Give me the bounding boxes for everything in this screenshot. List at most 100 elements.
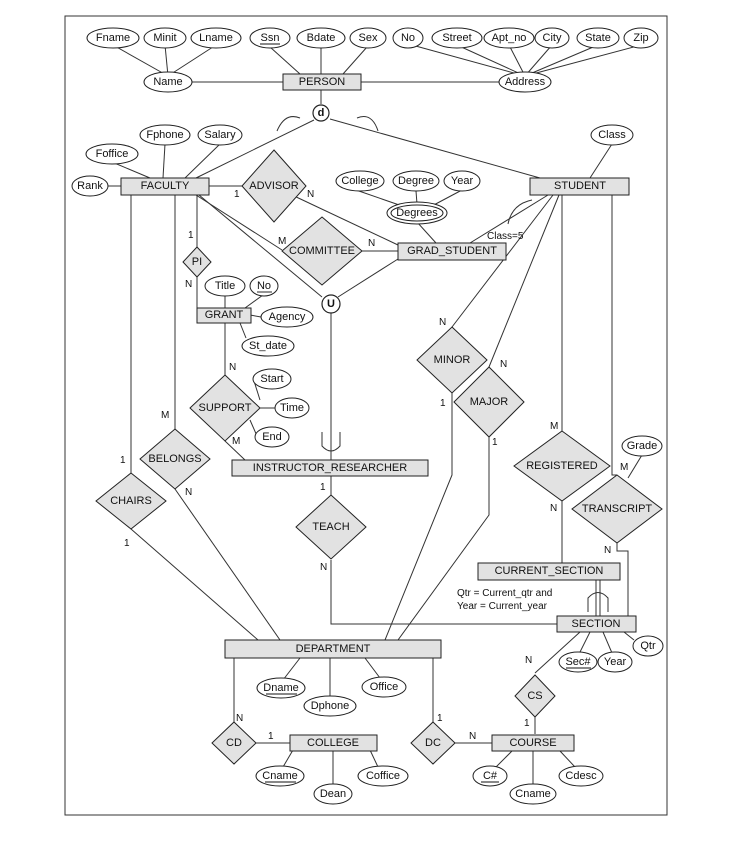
attribute-coffice[interactable]: Coffice xyxy=(357,765,409,787)
attribute-dean[interactable]: Dean xyxy=(313,783,353,805)
attribute-name-label: Name xyxy=(153,76,182,88)
relationship-belongs[interactable]: BELONGS xyxy=(139,428,211,490)
attribute-name[interactable]: Name xyxy=(143,71,193,93)
attribute-ssn[interactable]: Ssn xyxy=(249,27,291,49)
attribute-street[interactable]: Street xyxy=(431,27,483,49)
attribute-class[interactable]: Class xyxy=(590,124,634,146)
attribute-grant-no-label: No xyxy=(257,280,271,292)
entity-instructor-researcher[interactable]: INSTRUCTOR_RESEARCHER xyxy=(231,459,429,477)
attribute-fphone[interactable]: Fphone xyxy=(139,124,191,146)
attribute-sec-year-label: Year xyxy=(604,656,627,668)
attribute-end-label: End xyxy=(262,431,282,443)
attribute-title[interactable]: Title xyxy=(204,275,246,297)
entity-course[interactable]: COURSE xyxy=(491,734,575,752)
cardinality-registered-current: N xyxy=(550,503,557,514)
relationship-transcript[interactable]: TRANSCRIPT xyxy=(571,474,663,544)
attribute-bdate-label: Bdate xyxy=(307,32,336,44)
attribute-sex[interactable]: Sex xyxy=(349,27,387,49)
cardinality-cs-section: N xyxy=(525,655,532,666)
attribute-fname[interactable]: Fname xyxy=(86,27,140,49)
disjoint-circle: d xyxy=(312,104,330,122)
attribute-college[interactable]: College xyxy=(335,170,385,192)
attribute-year[interactable]: Year xyxy=(443,170,481,192)
attribute-minit[interactable]: Minit xyxy=(143,27,187,49)
attribute-time[interactable]: Time xyxy=(274,397,310,419)
relationship-chairs[interactable]: CHAIRS xyxy=(95,472,167,530)
entity-college[interactable]: COLLEGE xyxy=(289,734,378,752)
attribute-qtr[interactable]: Qtr xyxy=(632,635,664,657)
attribute-salary-label: Salary xyxy=(204,129,236,141)
relationship-registered[interactable]: REGISTERED xyxy=(513,430,611,502)
cardinality-cs-course: 1 xyxy=(524,718,530,729)
attribute-cname[interactable]: Cname xyxy=(255,765,305,787)
attribute-dphone[interactable]: Dphone xyxy=(303,695,357,717)
entity-student[interactable]: STUDENT xyxy=(529,177,630,196)
relationship-minor[interactable]: MINOR xyxy=(416,326,488,394)
attribute-state[interactable]: State xyxy=(576,27,620,49)
attribute-no[interactable]: No xyxy=(392,27,424,49)
attribute-title-label: Title xyxy=(215,280,235,292)
attribute-course-number[interactable]: C# xyxy=(472,765,508,787)
attribute-cname-label: Cname xyxy=(262,770,297,782)
relationship-teach-label: TEACH xyxy=(312,521,349,533)
attribute-grant-no[interactable]: No xyxy=(249,275,279,297)
cardinality-teach-section: N xyxy=(320,562,327,573)
attribute-cdesc[interactable]: Cdesc xyxy=(558,765,604,787)
cardinality-teach-instr: 1 xyxy=(320,482,326,493)
entity-grad-student[interactable]: GRAD_STUDENT xyxy=(397,242,507,261)
attribute-address[interactable]: Address xyxy=(498,71,552,93)
attribute-office[interactable]: Office xyxy=(361,676,407,698)
entity-section-label: SECTION xyxy=(572,618,621,630)
entity-department[interactable]: DEPARTMENT xyxy=(224,639,442,659)
relationship-pi[interactable]: PI xyxy=(182,246,212,278)
attribute-cdesc-label: Cdesc xyxy=(565,770,597,782)
attribute-end[interactable]: End xyxy=(254,426,290,448)
relationship-support[interactable]: SUPPORT xyxy=(189,374,261,442)
entity-section[interactable]: SECTION xyxy=(556,615,637,633)
entity-current-section-label: CURRENT_SECTION xyxy=(495,565,604,577)
attribute-dname[interactable]: Dname xyxy=(256,677,306,699)
relationship-cd[interactable]: CD xyxy=(211,721,257,765)
entity-grant-label: GRANT xyxy=(205,309,244,321)
entity-college-label: COLLEGE xyxy=(307,737,359,749)
attribute-bdate[interactable]: Bdate xyxy=(296,27,346,49)
cardinality-cd-dept: N xyxy=(236,713,243,724)
attribute-grade-label: Grade xyxy=(627,440,658,452)
relationship-major[interactable]: MAJOR xyxy=(453,366,525,438)
attribute-zip[interactable]: Zip xyxy=(623,27,659,49)
attribute-minit-label: Minit xyxy=(153,32,176,44)
attribute-fname-label: Fname xyxy=(96,32,130,44)
attribute-degrees-multivalued[interactable]: Degrees xyxy=(386,201,448,225)
cardinality-pi-faculty: 1 xyxy=(188,230,194,241)
relationship-cs[interactable]: CS xyxy=(514,674,556,718)
relationship-advisor[interactable]: ADVISOR xyxy=(241,149,307,223)
cardinality-chairs-dept: 1 xyxy=(124,538,130,549)
relationship-registered-label: REGISTERED xyxy=(526,460,598,472)
relationship-dc[interactable]: DC xyxy=(410,721,456,765)
attribute-sec-no[interactable]: Sec# xyxy=(558,651,598,673)
attribute-start[interactable]: Start xyxy=(252,368,292,390)
entity-grant[interactable]: GRANT xyxy=(196,307,252,324)
attribute-lname-label: Lname xyxy=(199,32,233,44)
attribute-salary[interactable]: Salary xyxy=(197,124,243,146)
attribute-rank[interactable]: Rank xyxy=(71,175,109,197)
attribute-degree[interactable]: Degree xyxy=(392,170,440,192)
attribute-grade[interactable]: Grade xyxy=(621,435,663,457)
attribute-foffice[interactable]: Foffice xyxy=(85,143,139,165)
cardinality-registered-student: M xyxy=(550,421,558,432)
entity-person[interactable]: PERSON xyxy=(282,73,362,91)
attribute-apt-no[interactable]: Apt_no xyxy=(483,27,535,49)
entity-current-section[interactable]: CURRENT_SECTION xyxy=(477,562,621,581)
relationship-committee[interactable]: COMMITTEE xyxy=(281,216,363,286)
attribute-lname[interactable]: Lname xyxy=(190,27,242,49)
attribute-course-name[interactable]: Cname xyxy=(509,783,557,805)
entity-faculty[interactable]: FACULTY xyxy=(120,177,210,196)
connector-lines xyxy=(108,44,643,785)
attribute-sec-year[interactable]: Year xyxy=(597,651,633,673)
attribute-city[interactable]: City xyxy=(534,27,570,49)
relationship-committee-label: COMMITTEE xyxy=(289,245,355,257)
relationship-teach[interactable]: TEACH xyxy=(295,494,367,560)
attribute-st-date[interactable]: St_date xyxy=(241,335,295,357)
attribute-agency[interactable]: Agency xyxy=(260,306,314,328)
cardinality-committee-faculty: M xyxy=(278,236,286,247)
